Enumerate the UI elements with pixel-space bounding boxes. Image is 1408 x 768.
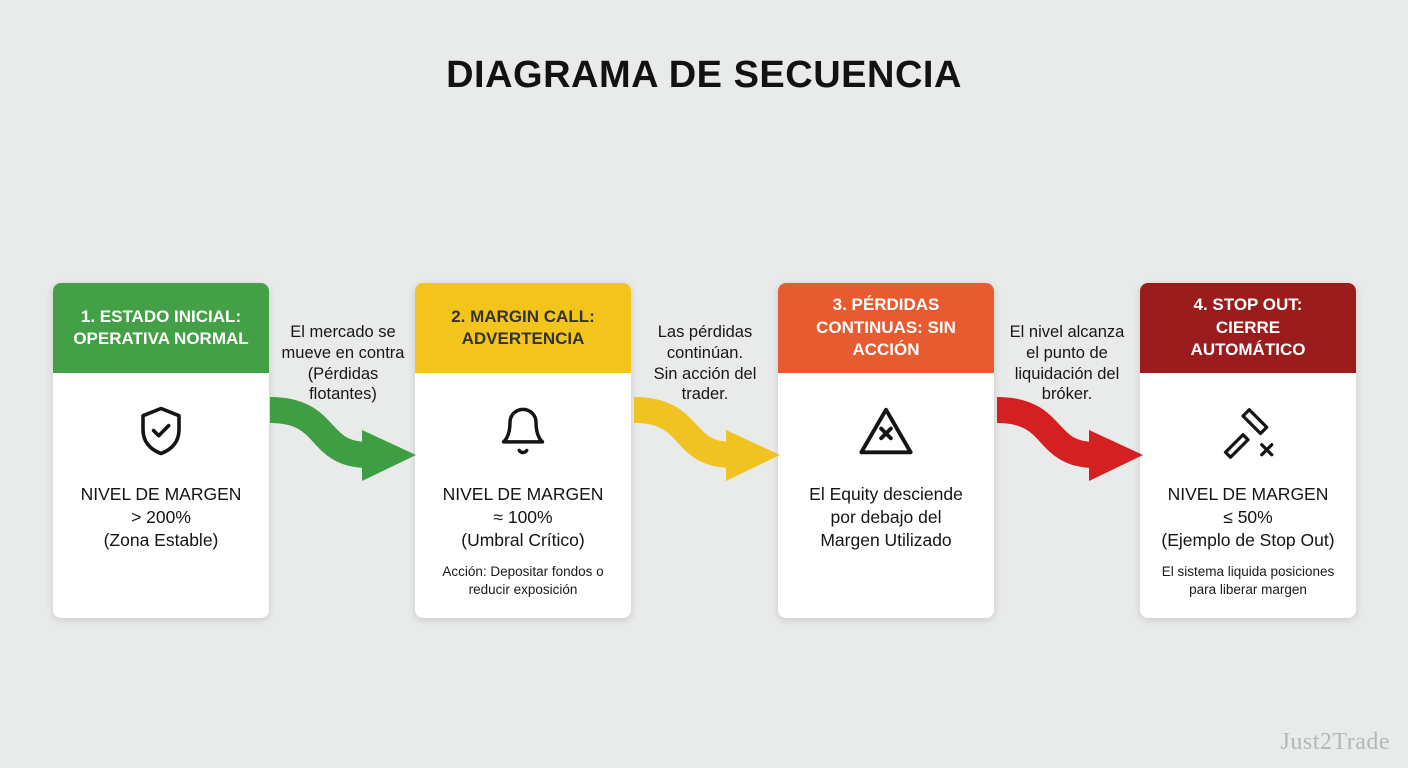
connector-label-1: El mercado se mueve en contra (Pérdidas … xyxy=(281,323,405,404)
card-note-text: El sistema liquida posiciones para liber… xyxy=(1161,564,1335,597)
connector-label-2: Las pérdidas continúan. Sin acción del t… xyxy=(653,323,757,404)
card-header-label: 3. PÉRDIDAS CONTINUAS: SIN ACCIÓN xyxy=(816,295,956,360)
card-header-label: 1. ESTADO INICIAL: OPERATIVA NORMAL xyxy=(73,306,249,348)
card-header-perdidas: 3. PÉRDIDAS CONTINUAS: SIN ACCIÓN xyxy=(778,283,994,373)
card-note-text: Acción: Depositar fondos o reducir expos… xyxy=(442,564,604,597)
bell-icon xyxy=(497,399,549,463)
card-header-label: 4. STOP OUT: CIERRE AUTOMÁTICO xyxy=(1190,295,1306,360)
card-body-text: NIVEL DE MARGEN ≈ 100% (Umbral Crítico) xyxy=(442,484,604,550)
stage-card-margin-call: 2. MARGIN CALL: ADVERTENCIA NIVEL DE MAR… xyxy=(415,283,631,618)
card-body-text: NIVEL DE MARGEN ≤ 50% (Ejemplo de Stop O… xyxy=(1161,484,1335,550)
curved-arrow-icon xyxy=(633,397,780,481)
connector-label-3: El nivel alcanza el punto de liquidación… xyxy=(1009,323,1125,404)
curved-arrow-icon xyxy=(269,397,416,481)
page-title: DIAGRAMA DE SECUENCIA xyxy=(446,54,962,96)
card-header-margin-call: 2. MARGIN CALL: ADVERTENCIA xyxy=(415,283,631,373)
card-header-label: 2. MARGIN CALL: ADVERTENCIA xyxy=(451,306,595,348)
card-body-text: NIVEL DE MARGEN > 200% (Zona Estable) xyxy=(80,484,242,550)
stage-card-perdidas-continuas: 3. PÉRDIDAS CONTINUAS: SIN ACCIÓN El Equ… xyxy=(778,283,994,618)
stage-card-stop-out: 4. STOP OUT: CIERRE AUTOMÁTICO NIVEL DE … xyxy=(1140,283,1356,618)
stage-card-estado-inicial: 1. ESTADO INICIAL: OPERATIVA NORMAL NIVE… xyxy=(53,283,269,618)
warning-triangle-x-icon xyxy=(857,399,915,463)
shield-check-icon xyxy=(134,399,188,463)
curved-arrow-icon xyxy=(996,397,1143,481)
card-header-estado-inicial: 1. ESTADO INICIAL: OPERATIVA NORMAL xyxy=(53,283,269,373)
card-header-stop-out: 4. STOP OUT: CIERRE AUTOMÁTICO xyxy=(1140,283,1356,373)
card-body-text: El Equity desciende por debajo del Marge… xyxy=(809,484,963,550)
gavel-x-icon xyxy=(1218,399,1278,463)
brand-watermark: Just2Trade xyxy=(1280,729,1390,755)
